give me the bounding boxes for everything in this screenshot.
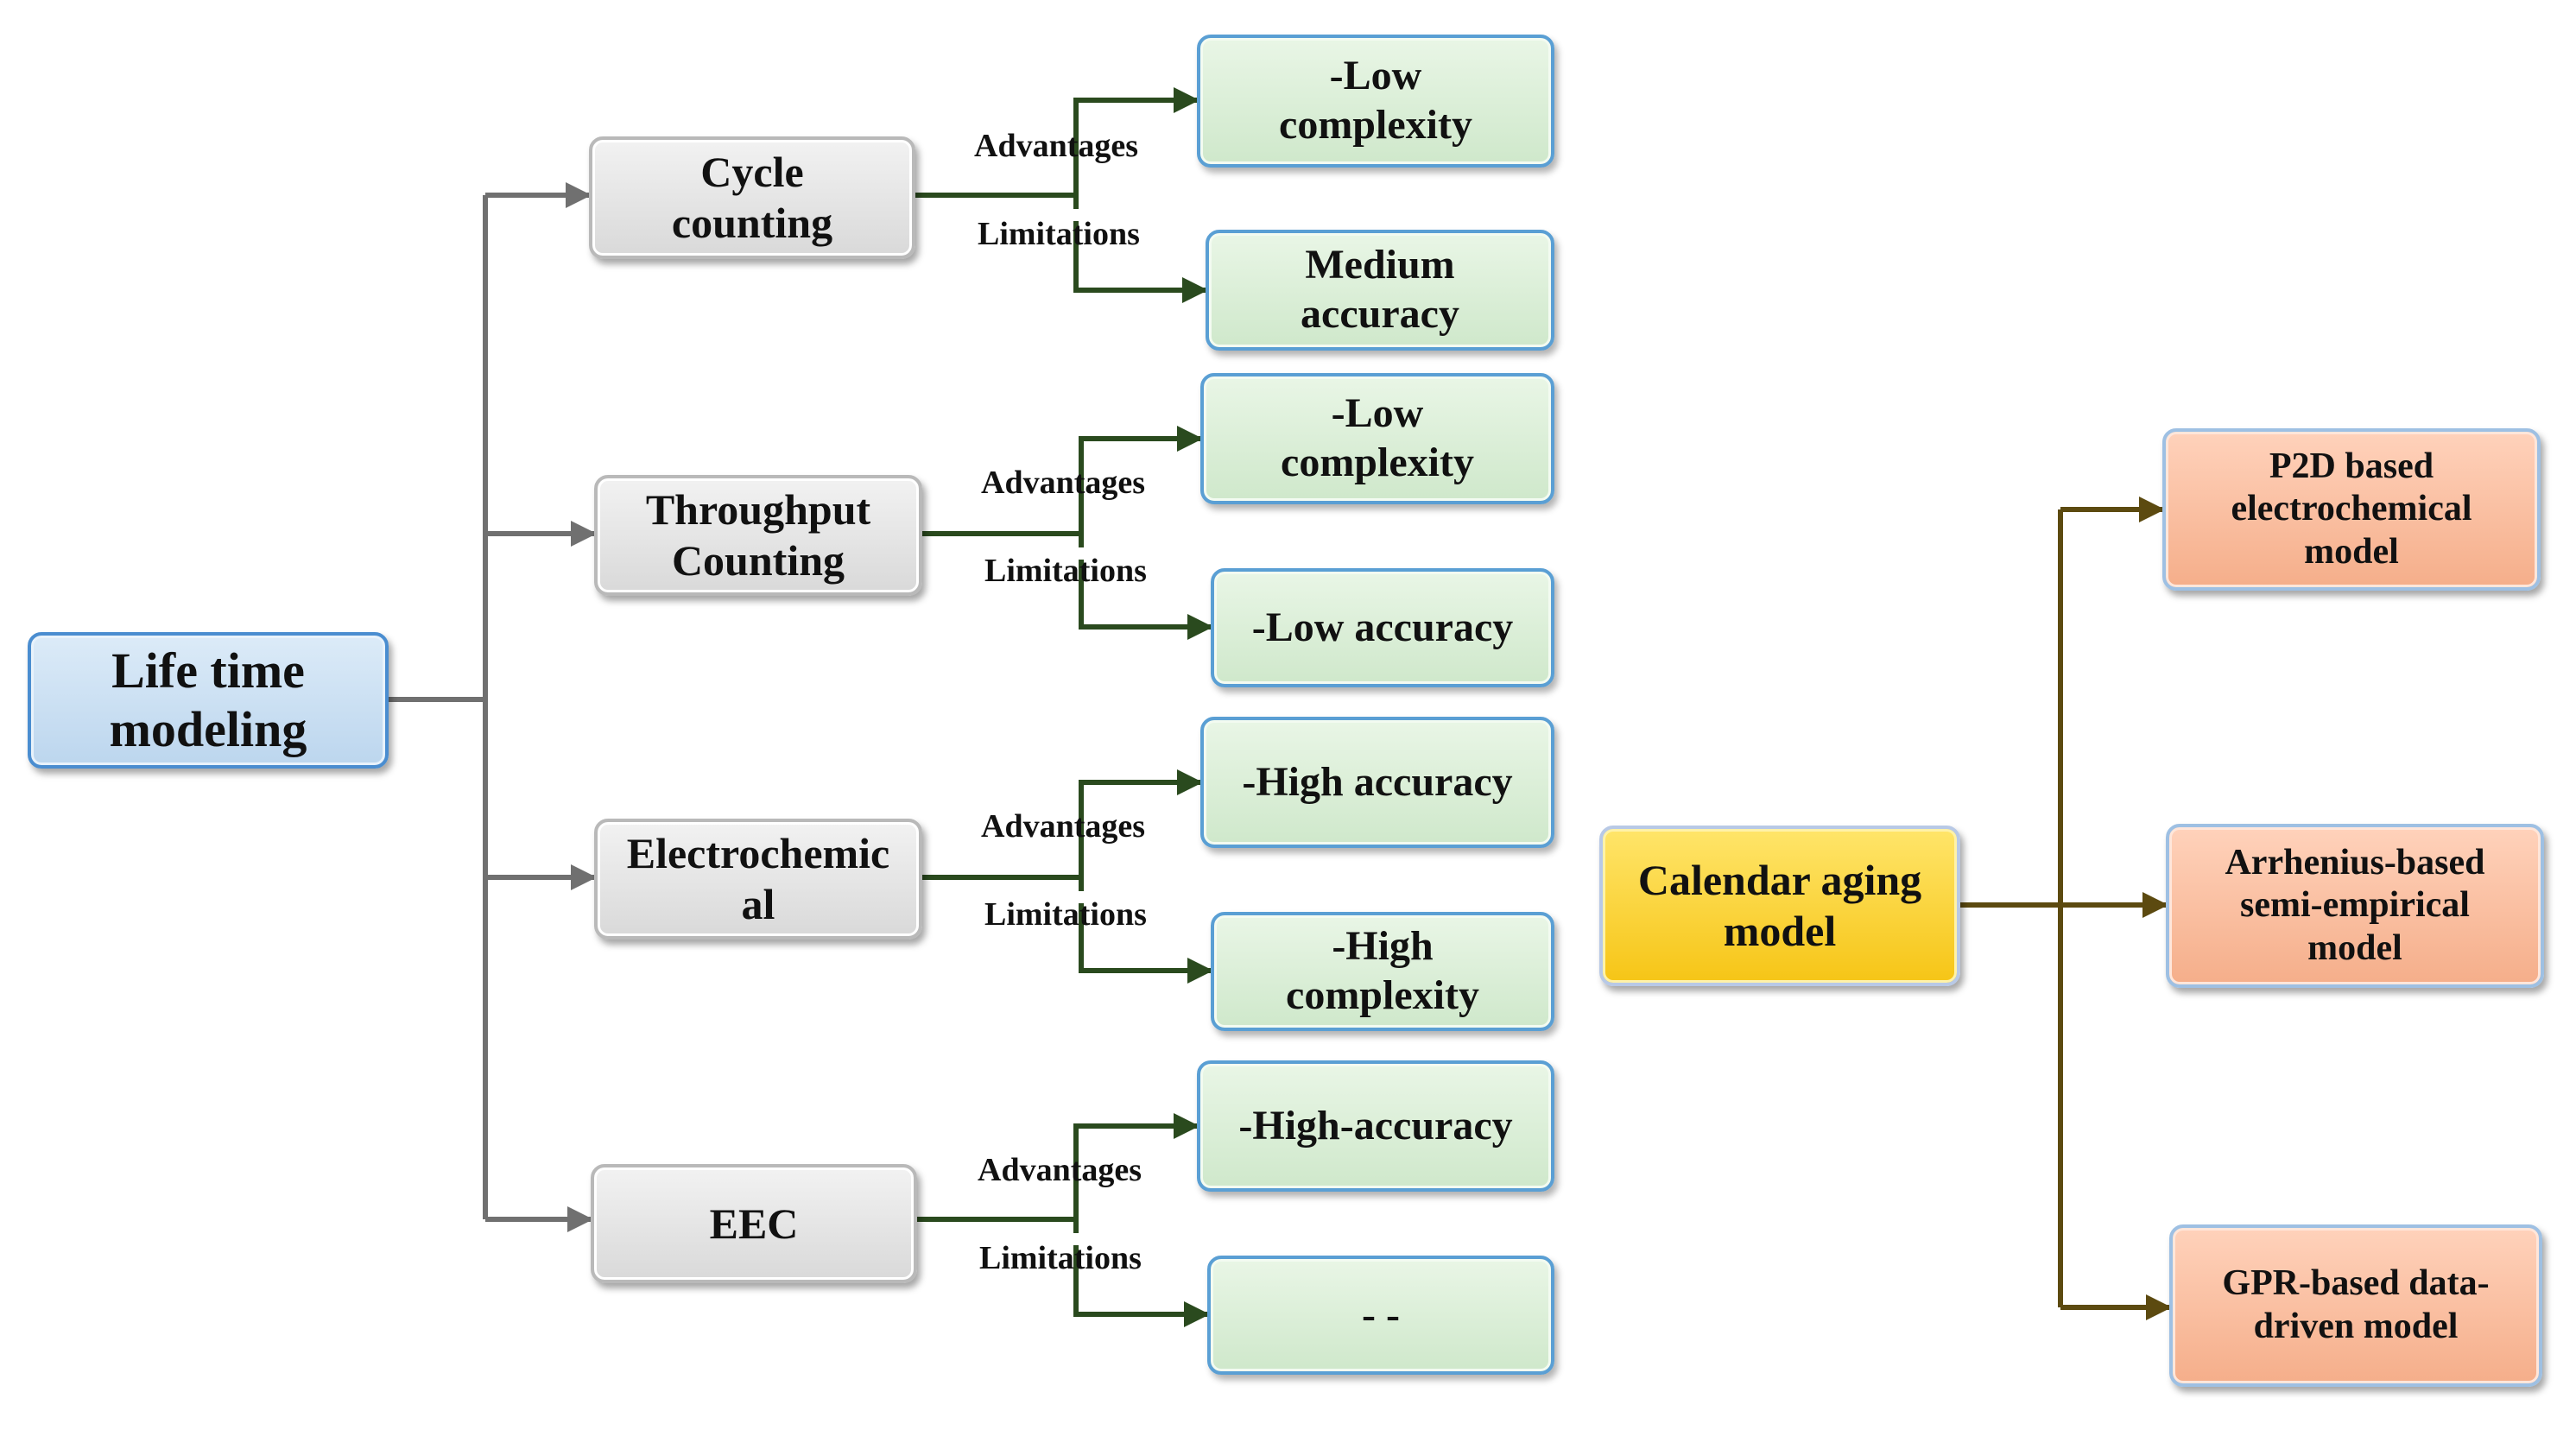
lifetime-modeling-node: Life time modeling: [28, 632, 389, 769]
submodel-node-arrhenius-semi-empirical: Arrhenius-based semi-empirical model: [2166, 824, 2544, 988]
advantages-label-throughput-counting: Advantages: [981, 465, 1146, 501]
method-node-electrochemical: Electrochemic al: [594, 819, 922, 940]
limitations-label-electrochemical: Limitations: [984, 896, 1147, 933]
connector-limitation-electrochemical: [1079, 903, 1213, 984]
limitation-node-eec: - -: [1207, 1256, 1554, 1375]
limitation-node-throughput-counting: -Low accuracy: [1211, 568, 1554, 687]
connector-limitation-eec: [1073, 1245, 1210, 1327]
method-node-throughput-counting: Throughput Counting: [594, 475, 922, 596]
connector-limitation-throughput-counting: [1079, 560, 1213, 640]
advantage-node-throughput-counting: -Low complexity: [1200, 373, 1554, 504]
method-node-eec: EEC: [591, 1164, 917, 1283]
method-node-cycle-counting: Cycle counting: [589, 136, 915, 259]
submodel-node-gpr-data-driven: GPR-based data- driven model: [2169, 1224, 2542, 1387]
submodel-node-p2d-electrochemical: P2D based electrochemical model: [2162, 428, 2541, 591]
connector-limitation-cycle-counting: [1073, 221, 1208, 303]
connector-advantage-electrochemical: [1079, 769, 1203, 891]
advantages-label-electrochemical: Advantages: [981, 808, 1146, 845]
advantage-node-cycle-counting: -Low complexity: [1197, 35, 1554, 168]
calendar-aging-model-node: Calendar aging model: [1599, 826, 1960, 986]
advantage-node-electrochemical: -High accuracy: [1200, 717, 1554, 848]
limitations-label-throughput-counting: Limitations: [984, 553, 1147, 589]
advantages-label-eec: Advantages: [978, 1152, 1142, 1188]
connector-advantage-throughput-counting: [1079, 426, 1203, 547]
advantage-node-eec: -High-accuracy: [1197, 1060, 1554, 1192]
advantages-label-cycle-counting: Advantages: [974, 128, 1139, 164]
limitation-node-electrochemical: -High complexity: [1211, 912, 1554, 1031]
connector-advantage-cycle-counting: [1073, 87, 1199, 209]
connector-advantage-eec: [1073, 1113, 1199, 1233]
limitations-label-eec: Limitations: [979, 1240, 1142, 1276]
limitation-node-cycle-counting: Medium accuracy: [1206, 230, 1554, 351]
limitations-label-cycle-counting: Limitations: [978, 216, 1140, 252]
connectors: [389, 87, 2172, 1327]
